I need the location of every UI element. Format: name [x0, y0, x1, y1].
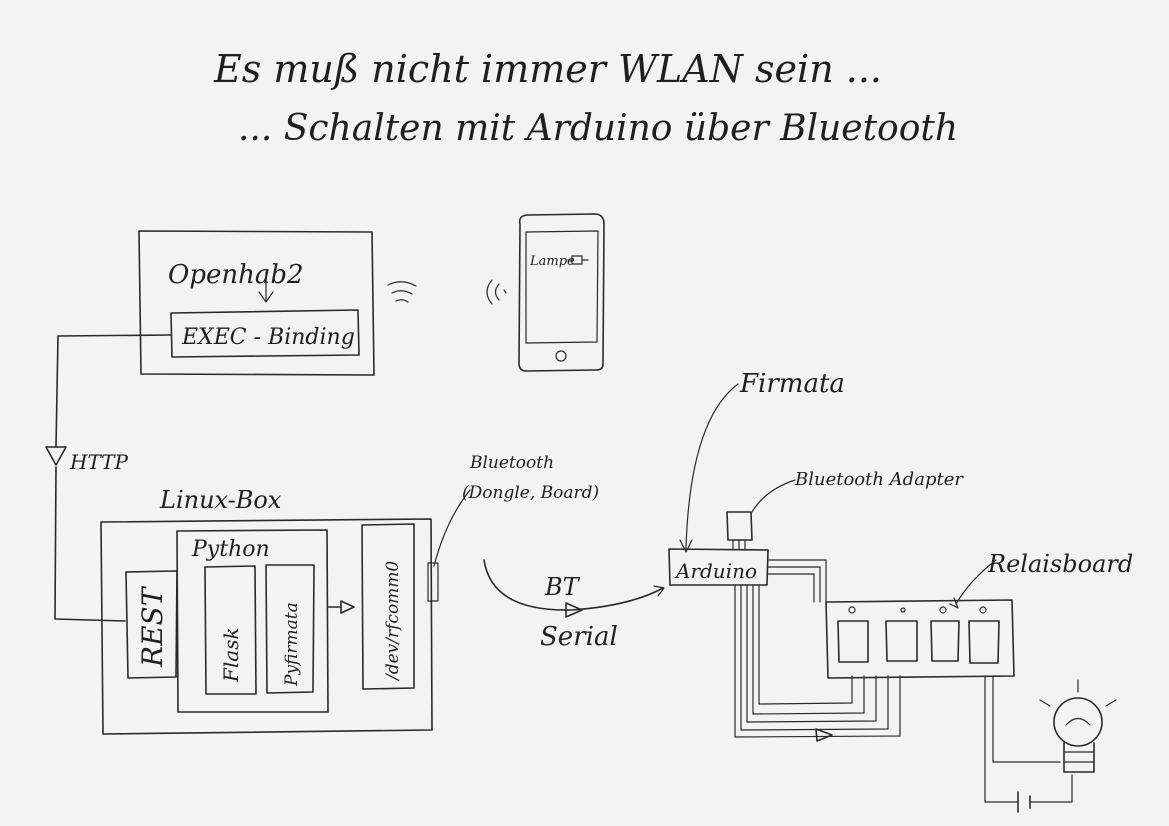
title-line-1: Es muß nicht immer WLAN sein ... — [213, 47, 882, 91]
exec-binding-box: EXEC - Binding — [170, 309, 360, 358]
bluetooth-host-label: Bluetooth (Dongle, Board) — [433, 453, 599, 567]
pyfirmata-box: Pyfirmata — [265, 564, 315, 694]
flask-label: Flask — [219, 627, 243, 683]
lamp-icon — [567, 255, 589, 265]
linux-box: Linux-Box REST Python Flask Pyfirmata /d… — [100, 486, 439, 735]
bluetooth-dongle — [427, 562, 439, 602]
pyfirmata-label: Pyfirmata — [282, 602, 302, 687]
relaisboard: Relaisboard — [825, 550, 1133, 679]
device-box: /dev/rfcomm0 — [361, 523, 415, 690]
relay-2 — [885, 607, 918, 662]
arduino-label: Arduino — [674, 559, 757, 583]
serial-label: Serial — [540, 622, 618, 652]
lamp-circuit — [984, 675, 1117, 813]
relay-3 — [930, 606, 960, 662]
phone-screen-label: Lampe — [529, 254, 575, 269]
rest-box: REST — [125, 570, 178, 679]
bulb-icon — [1039, 679, 1117, 773]
python-label: Python — [191, 537, 270, 562]
home-button[interactable] — [555, 350, 567, 362]
rest-label: REST — [136, 585, 169, 668]
bluetooth-host-line2: (Dongle, Board) — [462, 483, 599, 503]
relais-label: Relaisboard — [987, 550, 1133, 578]
exec-binding-label: EXEC - Binding — [181, 325, 355, 350]
openhab-box: Openhab2 EXEC - Binding — [138, 230, 375, 376]
openhab-arrow — [258, 271, 274, 303]
flask-box: Flask — [204, 565, 257, 695]
relay-1 — [837, 606, 869, 663]
http-label: HTTP — [69, 450, 128, 474]
bt-serial-connection: BT Serial — [483, 559, 665, 652]
relay-4 — [968, 606, 1000, 664]
arduino-relais-wires — [734, 559, 901, 742]
arduino-box: Arduino — [668, 548, 769, 601]
firmata-label-group: Firmata — [679, 369, 845, 553]
openhab-label: Openhab2 — [168, 260, 304, 290]
signal-waves-icon — [486, 279, 507, 305]
wifi-icon — [387, 281, 417, 303]
bt-adapter-label: Bluetooth Adapter — [794, 469, 964, 490]
linux-box-label: Linux-Box — [159, 486, 282, 514]
bt-adapter: Bluetooth Adapter — [726, 469, 964, 551]
http-connection: HTTP — [45, 334, 172, 622]
battery-icon — [1017, 791, 1031, 813]
bt-label: BT — [544, 573, 581, 601]
firmata-label: Firmata — [739, 369, 845, 399]
device-label: /dev/rfcomm0 — [383, 561, 403, 682]
python-to-device-arrow — [327, 600, 355, 614]
bluetooth-host-line1: Bluetooth — [469, 453, 554, 473]
python-box: Python Flask Pyfirmata — [176, 529, 329, 713]
title-line-2: ... Schalten mit Arduino über Bluetooth — [238, 108, 958, 149]
smartphone: Lampe — [518, 213, 605, 372]
